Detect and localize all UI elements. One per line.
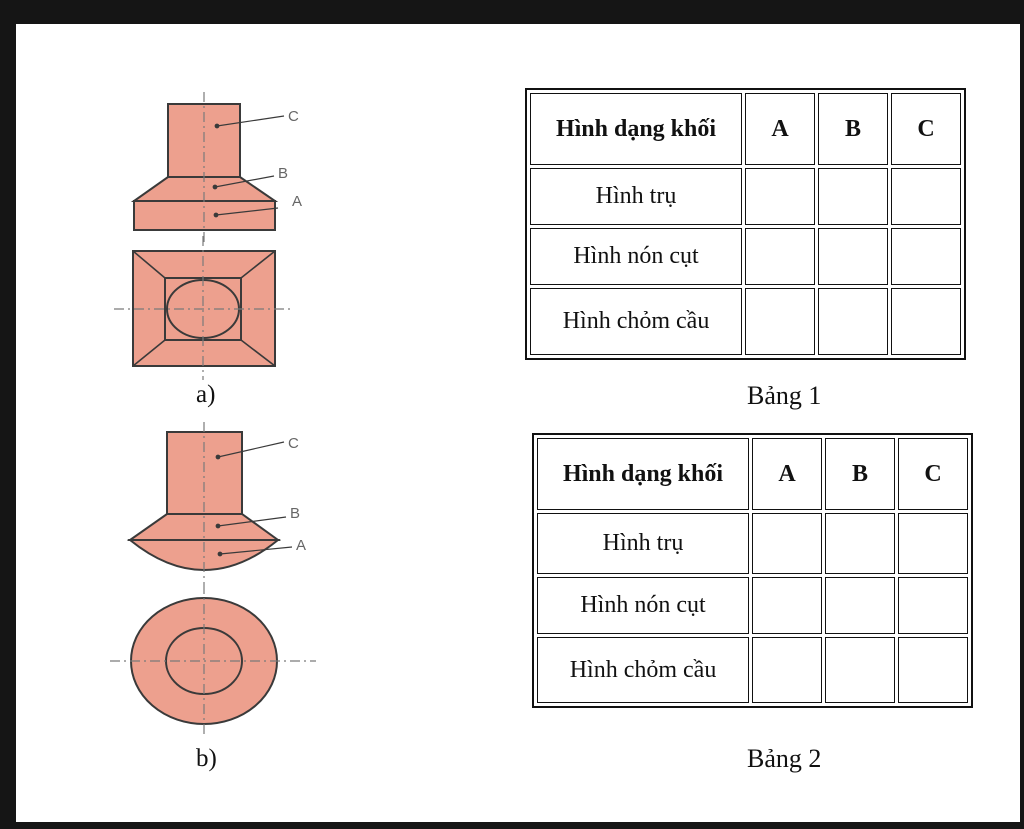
answer-cell[interactable] [752,513,822,574]
answer-cell[interactable] [752,577,822,634]
table-row: Hình nón cụt [537,577,968,634]
row-label: Hình trụ [530,168,742,225]
label-a-b: B [278,165,288,182]
figure-b-leaders [215,441,293,557]
row-label: Hình nón cụt [530,228,742,285]
table-1-caption: Bảng 1 [747,381,822,410]
figure-a-top-diagonals [132,250,276,367]
figure-b-caption: b) [196,745,217,772]
table-1-header-c: C [891,93,961,165]
answer-cell[interactable] [825,577,895,634]
answer-cell[interactable] [891,228,961,285]
answer-cell[interactable] [825,513,895,574]
answer-cell[interactable] [818,288,888,355]
answer-cell[interactable] [898,577,968,634]
table-row: Hình trụ [537,513,968,574]
table-1: Hình dạng khối A B C Hình trụ Hình nón c… [525,88,966,360]
table-row: Hình nón cụt [530,228,961,285]
table-2-header-row: Hình dạng khối A B C [537,438,968,510]
row-label: Hình chỏm cầu [530,288,742,355]
answer-cell[interactable] [898,637,968,703]
answer-cell[interactable] [745,168,815,225]
label-b-c: C [288,435,299,452]
table-1-header-shape: Hình dạng khối [530,93,742,165]
table-1-header-row: Hình dạng khối A B C [530,93,961,165]
answer-cell[interactable] [898,513,968,574]
table-row: Hình chỏm cầu [530,288,961,355]
table-2: Hình dạng khối A B C Hình trụ Hình nón c… [532,433,973,708]
table-row: Hình trụ [530,168,961,225]
table-2-header-shape: Hình dạng khối [537,438,749,510]
label-b-a: A [296,537,306,554]
figure-a-caption: a) [196,381,216,408]
worksheet-page: C B A [16,24,1020,822]
figure-b-top-axes [110,584,316,736]
answer-cell[interactable] [891,288,961,355]
table-2-header-b: B [825,438,895,510]
figure-a-top-axes [114,236,292,380]
answer-cell[interactable] [818,228,888,285]
table-1-header-b: B [818,93,888,165]
figure-a-leaders [212,115,285,218]
row-label: Hình nón cụt [537,577,749,634]
answer-cell[interactable] [825,637,895,703]
table-row: Hình chỏm cầu [537,637,968,703]
technical-drawings: C B A [110,92,316,736]
label-b-b: B [290,505,300,522]
answer-cell[interactable] [891,168,961,225]
row-label: Hình chỏm cầu [537,637,749,703]
answer-cell[interactable] [752,637,822,703]
spherical-cap-a-shape [127,539,281,571]
table-2-caption: Bảng 2 [747,744,822,773]
table-1-header-a: A [745,93,815,165]
table-2-header-c: C [898,438,968,510]
answer-cell[interactable] [745,228,815,285]
answer-cell[interactable] [818,168,888,225]
answer-cell[interactable] [745,288,815,355]
row-label: Hình trụ [537,513,749,574]
figure-b-front-view [126,431,282,571]
label-a-a: A [292,193,302,210]
label-a-c: C [288,108,299,125]
table-2-header-a: A [752,438,822,510]
